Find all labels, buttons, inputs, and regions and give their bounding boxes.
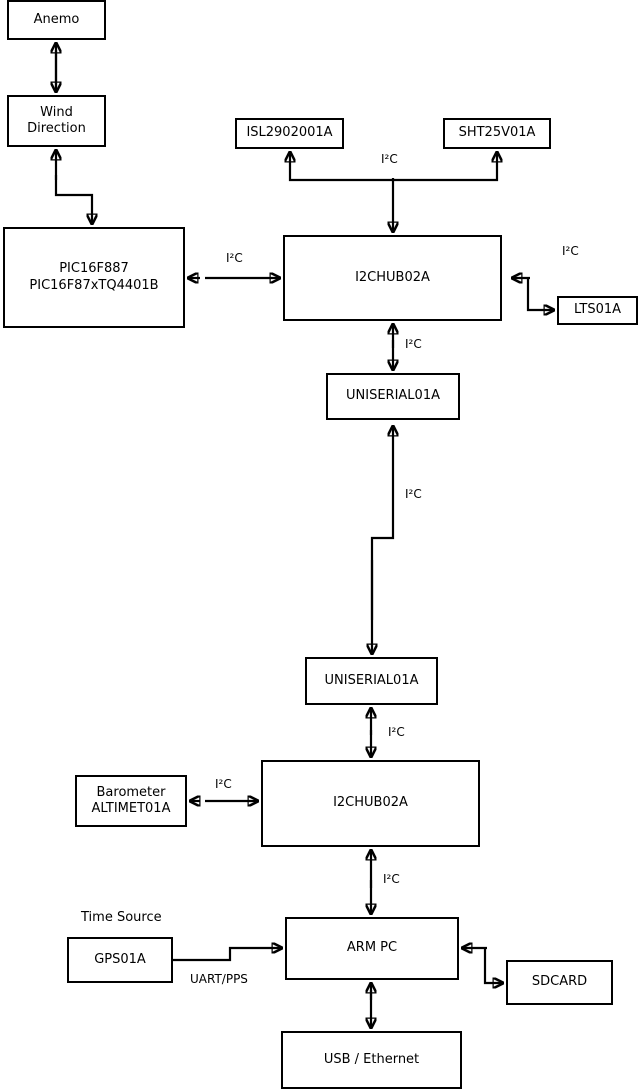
label-time-source: Time Source — [81, 910, 162, 925]
node-arm-pc-label: ARM PC — [346, 940, 398, 956]
edge-label-i2c-uniserial-hub: I²C — [388, 725, 405, 739]
node-wind-direction-label: Wind Direction — [27, 104, 86, 136]
node-i2chub02a-bottom[interactable]: I2CHUB02A — [261, 760, 480, 847]
node-anemo[interactable]: Anemo — [7, 0, 106, 40]
wire-arm-sdcard — [483, 948, 503, 983]
node-i2chub02a-top[interactable]: I2CHUB02A — [283, 235, 502, 321]
node-i2chub02a-bottom-label: I2CHUB02A — [333, 795, 408, 811]
wire-uniserial-up — [370, 426, 393, 620]
node-wind-direction[interactable]: Wind Direction — [7, 95, 106, 147]
node-usb-ethernet[interactable]: USB / Ethernet — [281, 1031, 462, 1089]
node-isl2902001a-label: ISL2902001A — [246, 125, 333, 141]
node-gps01a-label: GPS01A — [94, 951, 146, 967]
node-sht25v01a-label: SHT25V01A — [458, 125, 536, 141]
node-sdcard[interactable]: SDCARD — [506, 960, 613, 1005]
wire-wind-pic — [54, 175, 92, 224]
node-uniserial01a-top[interactable]: UNISERIAL01A — [326, 373, 460, 420]
node-uniserial01a-top-label: UNISERIAL01A — [346, 388, 440, 404]
node-sdcard-label: SDCARD — [531, 974, 588, 990]
node-isl2902001a[interactable]: ISL2902001A — [235, 118, 344, 149]
node-gps01a[interactable]: GPS01A — [67, 937, 173, 983]
edge-label-i2c-hub-arm: I²C — [383, 872, 400, 886]
edge-label-i2c-hub-lts: I²C — [562, 244, 579, 258]
wire-gps-arm — [173, 948, 282, 962]
edge-label-i2c-pic-hub: I²C — [226, 251, 243, 265]
wire-hub-lts — [526, 278, 554, 310]
node-barometer-altimet01a[interactable]: Barometer ALTIMET01A — [75, 775, 187, 827]
edge-label-i2c-hub-uniserial: I²C — [405, 337, 422, 351]
node-anemo-label: Anemo — [33, 11, 80, 27]
wire-hub-sht — [393, 152, 497, 182]
wire-hub-isl — [290, 152, 393, 182]
node-arm-pc[interactable]: ARM PC — [285, 917, 459, 980]
node-uniserial01a-bottom[interactable]: UNISERIAL01A — [305, 657, 438, 705]
edge-label-i2c-uniserial-link: I²C — [405, 487, 422, 501]
node-pic-mcu[interactable]: PIC16F887 PIC16F87xTQ4401B — [3, 227, 185, 328]
edge-label-uart-pps: UART/PPS — [190, 972, 248, 986]
node-usb-ethernet-label: USB / Ethernet — [323, 1051, 420, 1067]
node-i2chub02a-top-label: I2CHUB02A — [355, 269, 430, 285]
edge-label-i2c-sensors-top: I²C — [381, 152, 398, 166]
node-lts01a[interactable]: LTS01A — [557, 296, 638, 325]
node-uniserial01a-bottom-label: UNISERIAL01A — [324, 672, 419, 688]
node-sht25v01a[interactable]: SHT25V01A — [443, 118, 551, 149]
node-pic-mcu-label: PIC16F887 PIC16F87xTQ4401B — [29, 261, 159, 293]
edge-label-i2c-barometer-hub: I²C — [215, 777, 232, 791]
node-barometer-altimet01a-label: Barometer ALTIMET01A — [91, 784, 171, 816]
node-lts01a-label: LTS01A — [573, 302, 622, 318]
